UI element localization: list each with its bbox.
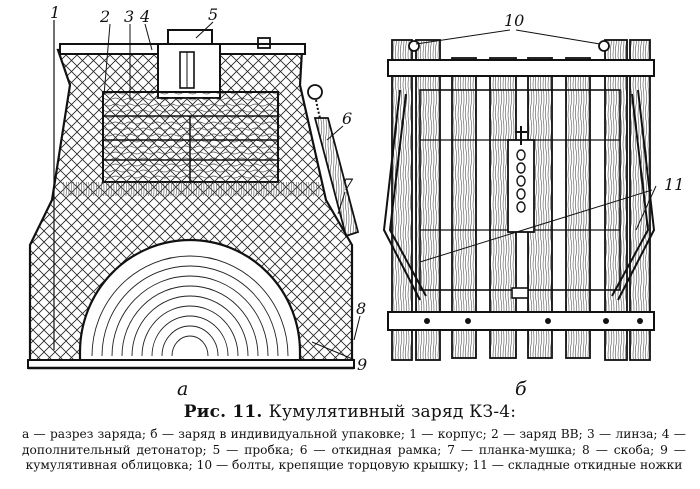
callout-8: 8 (356, 299, 366, 318)
figure-title-text: Кумулятивный заряд КЗ-4: (268, 402, 517, 422)
figure-legend: а — разрез заряда; б — заряд в индивидуа… (22, 427, 686, 472)
callout-7: 7 (343, 175, 354, 194)
packaged-view-b: 10 11 б (382, 11, 684, 400)
callout-2: 2 (99, 7, 110, 26)
hinged-frame (313, 117, 360, 238)
sublabel-a: а (177, 378, 188, 400)
top-crossbar (387, 59, 655, 77)
callout-10: 10 (504, 11, 524, 30)
callout-5: 5 (208, 5, 218, 24)
callout-3: 3 (124, 7, 134, 26)
callout-4: 4 (139, 7, 150, 26)
sublabel-b: б (515, 378, 527, 400)
section-view-a: 1 2 3 4 5 6 7 8 9 а (27, 3, 367, 400)
figure-number: Рис. 11. (183, 402, 263, 422)
bottom-crossbar (387, 311, 655, 331)
callout-6: 6 (342, 109, 352, 128)
cumulative-liner (78, 238, 302, 364)
callout-11: 11 (664, 175, 684, 194)
callout-1: 1 (50, 3, 60, 22)
figure-title: Рис. 11. Кумулятивный заряд КЗ-4: (0, 402, 700, 422)
figure-drawing: 1 2 3 4 5 6 7 8 9 а (27, 3, 684, 400)
callout-9: 9 (357, 355, 367, 374)
